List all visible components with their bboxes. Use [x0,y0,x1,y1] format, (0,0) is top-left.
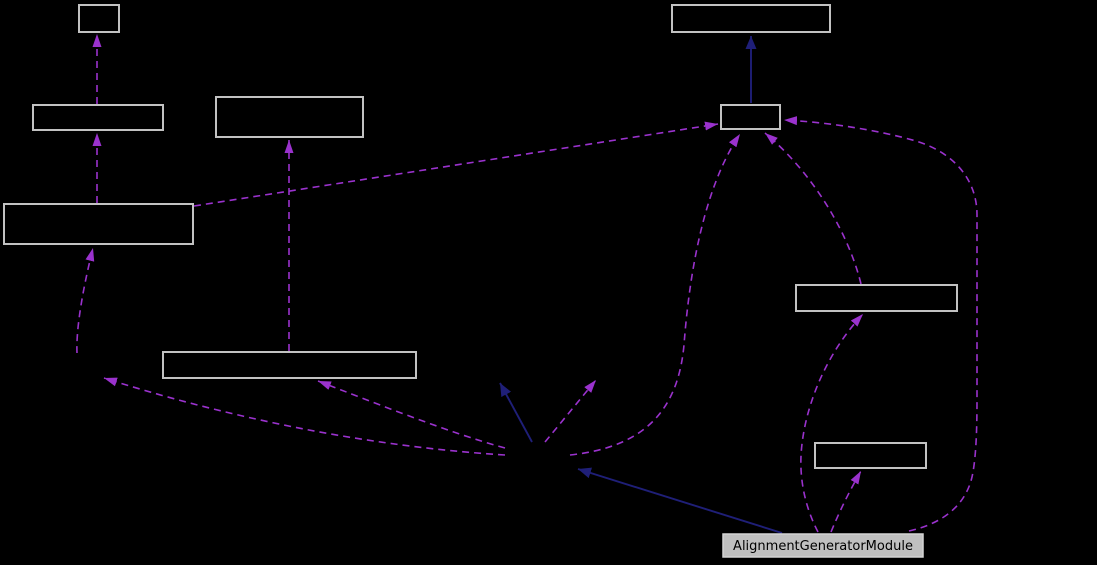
edge-current-right-arc-to-small [783,116,978,532]
edge-center-to-mid-row4 [317,380,506,449]
node-current-module: AlignmentGeneratorModule [722,533,924,558]
node-top-left-small[interactable] [78,4,120,33]
node-left-row2[interactable] [32,104,164,131]
edge-center-up-left-solid [499,382,533,443]
edge-left-row3-to-right-small [193,121,719,207]
edge-current-to-right-row3 [800,313,864,533]
edge-current-to-center-solid [577,467,783,534]
node-mid-row2-tall[interactable] [215,96,364,138]
node-top-right[interactable] [671,4,831,33]
edge-right-row3-to-right-small [764,132,862,285]
node-mid-row4-wide[interactable] [162,351,417,379]
node-left-row3-tall[interactable] [3,203,194,245]
edge-current-to-right-row5 [830,470,862,533]
node-right-row5[interactable] [814,442,927,469]
node-right-row3[interactable] [795,284,958,312]
node-right-row2-small[interactable] [720,104,781,130]
edge-center-arc-to-right-small [569,133,741,456]
node-label: AlignmentGeneratorModule [733,539,913,554]
edge-center-up-right [544,379,597,443]
